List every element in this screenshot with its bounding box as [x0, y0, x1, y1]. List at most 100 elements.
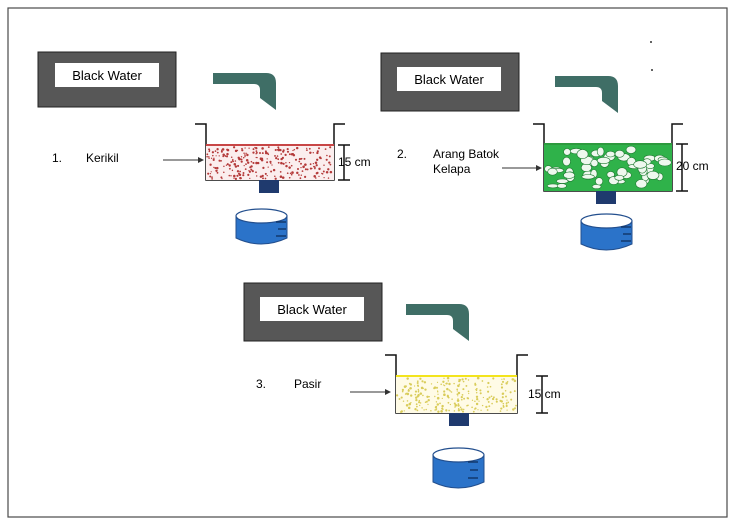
charcoal-chunk — [563, 171, 575, 179]
medium-grain — [277, 161, 280, 164]
medium-grain — [491, 402, 493, 405]
medium-grain — [430, 383, 433, 385]
medium-grain — [328, 161, 331, 164]
medium-grain — [400, 410, 403, 413]
medium-grain — [277, 158, 280, 161]
medium-grain — [451, 398, 453, 401]
medium-grain — [477, 409, 479, 411]
medium-grain — [231, 169, 234, 172]
medium-grain — [502, 402, 505, 405]
medium-grain — [249, 177, 251, 180]
medium-grain — [256, 175, 258, 177]
medium-grain — [461, 378, 464, 381]
medium-grain — [488, 396, 491, 399]
medium-grain — [501, 380, 505, 383]
medium-grain — [421, 407, 423, 409]
medium-grain — [422, 394, 424, 397]
medium-grain — [236, 174, 239, 177]
medium-grain — [261, 147, 264, 150]
medium-grain — [318, 175, 320, 178]
medium-grain — [495, 398, 498, 401]
medium-grain — [212, 158, 215, 161]
medium-grain — [209, 175, 212, 178]
medium-grain — [212, 154, 214, 157]
medium-grain — [243, 164, 245, 167]
medium-grain — [487, 400, 490, 403]
medium-grain — [216, 171, 219, 174]
medium-grain — [482, 396, 485, 399]
medium-grain — [512, 408, 515, 411]
medium-grain — [448, 389, 450, 391]
medium-grain — [315, 177, 317, 179]
medium-grain — [414, 393, 417, 396]
medium-grain — [230, 156, 233, 159]
medium-grain — [448, 382, 451, 386]
medium-grain — [467, 390, 470, 393]
medium-grain — [282, 162, 285, 165]
medium-grain — [294, 158, 298, 161]
medium-grain — [321, 172, 323, 175]
medium-grain — [512, 378, 515, 380]
charcoal-chunk — [646, 170, 660, 180]
medium-grain — [231, 159, 234, 162]
medium-grain — [472, 410, 475, 413]
medium-grain — [319, 157, 322, 160]
medium-grain — [419, 392, 423, 395]
medium-grain — [230, 161, 233, 164]
medium-grain — [211, 151, 215, 154]
medium-grain — [245, 159, 249, 162]
medium-grain — [419, 402, 422, 404]
medium-grain — [454, 404, 458, 407]
medium-grain — [282, 150, 285, 153]
medium-grain — [225, 164, 228, 166]
medium-grain — [309, 167, 312, 170]
medium-grain — [513, 379, 517, 383]
medium-grain — [232, 158, 234, 161]
medium-grain — [233, 174, 236, 178]
medium-grain — [454, 406, 456, 408]
medium-grain — [288, 177, 291, 179]
medium-grain — [448, 409, 450, 412]
medium-grain — [255, 153, 257, 155]
medium-grain — [506, 409, 508, 411]
medium-grain — [280, 157, 283, 161]
charcoal-chunk — [556, 183, 567, 189]
medium-grain — [270, 170, 273, 173]
medium-grain — [405, 404, 409, 407]
medium-grain — [270, 162, 272, 165]
medium-grain — [255, 150, 258, 153]
medium-grain — [423, 381, 427, 384]
medium-grain — [506, 399, 508, 401]
medium-grain — [408, 382, 411, 385]
charcoal-chunk — [591, 184, 602, 189]
medium-grain — [415, 396, 418, 399]
medium-grain — [245, 152, 247, 155]
medium-grain — [418, 394, 420, 397]
medium-grain — [456, 393, 459, 396]
medium-grain — [286, 172, 289, 175]
black-water-label: Black Water — [414, 72, 484, 87]
medium-grain — [467, 397, 470, 400]
medium-grain — [214, 150, 217, 152]
medium-grain — [424, 401, 427, 404]
medium-grain — [288, 166, 291, 169]
medium-grain — [220, 176, 223, 179]
medium-grain — [410, 394, 413, 397]
medium-grain — [276, 155, 279, 157]
medium-grain — [218, 155, 220, 157]
medium-grain — [264, 172, 267, 175]
medium-grain — [326, 154, 328, 157]
medium-grain — [261, 157, 264, 160]
medium-grain — [437, 393, 439, 395]
medium-grain — [300, 157, 303, 160]
medium-grain — [481, 404, 484, 407]
depth-indicator-2: 20 cm — [676, 143, 709, 192]
medium-grain — [446, 376, 450, 380]
elbow-pipe-icon — [213, 73, 276, 110]
medium-grain — [298, 174, 300, 176]
medium-grain — [462, 380, 465, 383]
medium-grain — [427, 403, 429, 406]
charcoal-chunk — [605, 150, 616, 158]
medium-grain — [221, 148, 225, 151]
medium-grain — [434, 406, 438, 409]
